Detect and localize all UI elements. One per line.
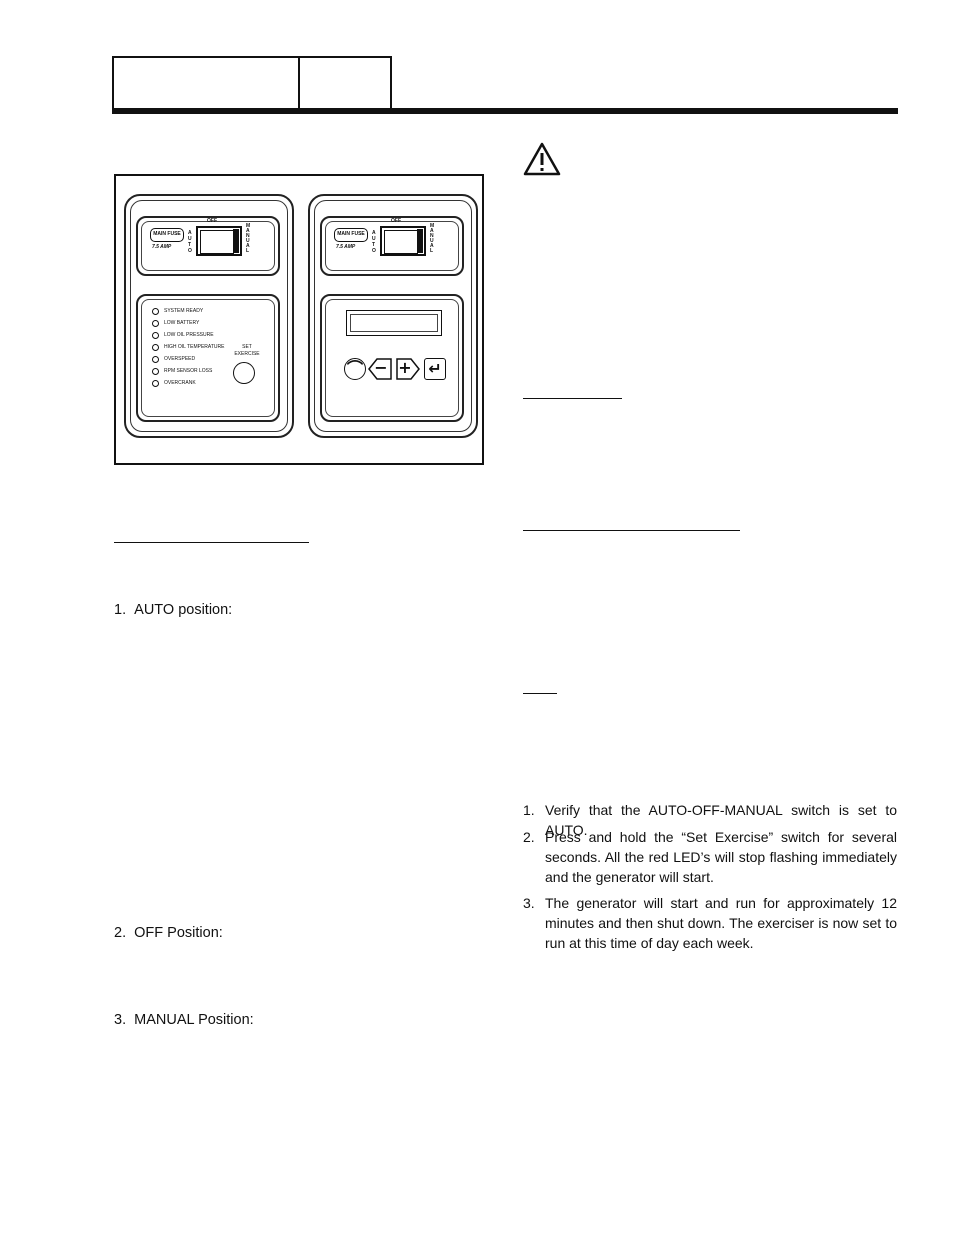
fuse-rating: 7.5 AMP [152,244,172,250]
switch-section: MAIN FUSE 7.5 AMP OFF AUTO MANUAL [136,216,280,276]
led-low-battery: LOW BATTERY [152,318,199,328]
switch-manual-label: MANUAL [430,223,435,254]
switch-off-label: OFF [207,218,217,224]
led-icon [152,331,159,339]
manual-position-item: 3. MANUAL Position: [114,1012,254,1028]
right-arrow-key-shape [396,358,420,380]
minus-key-icon[interactable]: − [368,358,392,380]
section-rule [523,530,740,531]
enter-key-icon[interactable]: ↵ [424,358,446,380]
led-system-ready: SYSTEM READY [152,306,203,316]
left-arrow-key-shape [368,358,392,380]
lcd-control-panel: MAIN FUSE 7.5 AMP OFF AUTO MANUAL ⌒ − + … [308,194,478,438]
led-high-oil-temperature: HIGH OIL TEMPERATURE [152,342,224,352]
led-icon [152,379,159,387]
main-fuse: MAIN FUSE [150,228,184,242]
led-icon [152,319,159,327]
led-icon [152,307,159,315]
warning-triangle-icon [523,142,561,176]
switch-off-label: OFF [391,218,401,224]
led-icon [152,367,159,375]
auto-position-item: 1. AUTO position: [114,602,233,618]
section-rule [523,693,557,694]
header-cell-1 [112,56,302,112]
main-fuse: MAIN FUSE [334,228,368,242]
exercise-step-3: 3. The generator will start and run for … [523,895,897,951]
header-rule [112,108,898,114]
exercise-step-1: 1. Verify that the AUTO-OFF-MANUAL switc… [523,802,897,838]
switch-section: MAIN FUSE 7.5 AMP OFF AUTO MANUAL [320,216,464,276]
section-rule [523,398,622,399]
escape-key-icon[interactable]: ⌒ [344,358,366,380]
led-icon [152,355,159,363]
lcd-display [346,310,442,336]
led-rpm-sensor-loss: RPM SENSOR LOSS [152,366,212,376]
lcd-section: ⌒ − + ↵ [320,294,464,422]
control-panel-figure: MAIN FUSE 7.5 AMP OFF AUTO MANUAL SYSTEM… [114,174,484,465]
fuse-rating: 7.5 AMP [336,244,356,250]
switch-manual-label: MANUAL [246,223,251,254]
switch-auto-label: AUTO [188,230,192,254]
led-section: SYSTEM READY LOW BATTERY LOW OIL PRESSUR… [136,294,280,422]
auto-off-manual-switch[interactable] [380,226,426,256]
led-control-panel: MAIN FUSE 7.5 AMP OFF AUTO MANUAL SYSTEM… [124,194,294,438]
header-cell-2 [298,56,392,112]
led-overspeed: OVERSPEED [152,354,195,364]
switch-auto-label: AUTO [372,230,376,254]
section-rule [114,542,309,543]
plus-key-icon[interactable]: + [396,358,420,380]
led-icon [152,343,159,351]
off-position-item: 2. OFF Position: [114,925,223,941]
led-low-oil-pressure: LOW OIL PRESSURE [152,330,214,340]
set-exercise-button[interactable] [233,362,255,384]
exercise-step-2: 2. Press and hold the “Set Exercise” swi… [523,829,897,885]
auto-off-manual-switch[interactable] [196,226,242,256]
led-overcrank: OVERCRANK [152,378,196,388]
